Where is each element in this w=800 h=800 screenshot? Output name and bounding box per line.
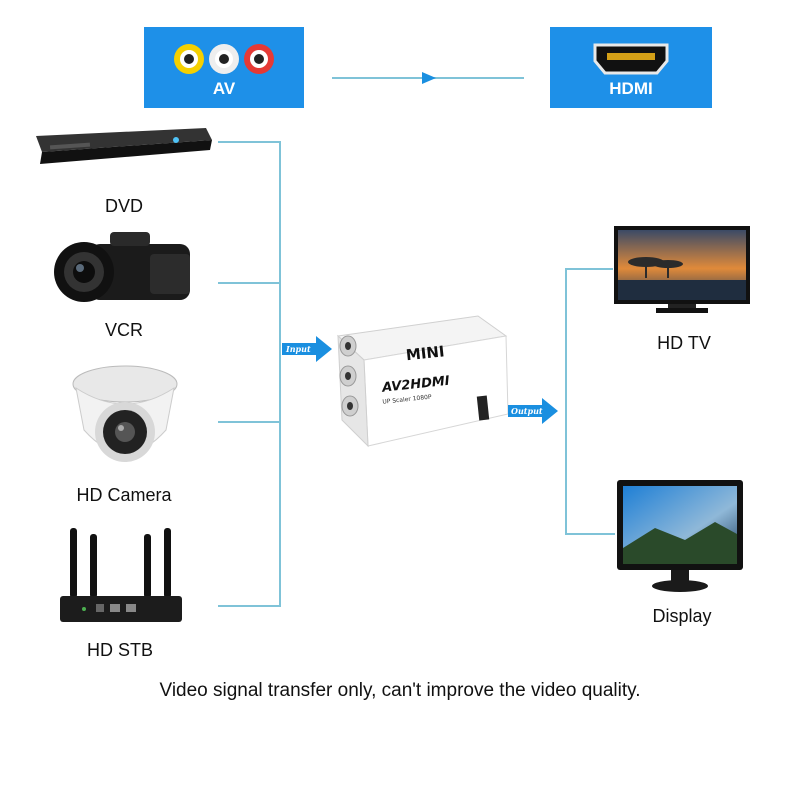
hdmi-banner: HDMI <box>550 27 712 108</box>
connector-hd-camera <box>218 421 280 423</box>
dome-camera-icon <box>72 365 178 462</box>
dvd-player-icon <box>36 128 212 164</box>
connector-dvd <box>218 141 280 143</box>
rca-input-jacks <box>339 335 359 417</box>
connector-hd-stb <box>218 605 280 607</box>
hdmi-output-port <box>476 395 490 421</box>
set-top-box-router-icon <box>60 528 182 622</box>
input-arrow: Input <box>282 336 332 362</box>
connector-vcr <box>218 282 280 284</box>
av-banner: AV <box>144 27 304 108</box>
camcorder-icon <box>54 232 190 302</box>
source-label-vcr: VCR <box>104 320 143 340</box>
av-to-hdmi-arrow <box>332 72 524 84</box>
connector-right-trunk <box>565 268 567 534</box>
av-banner-label: AV <box>212 79 236 98</box>
converter-model: AV2HDMI <box>380 374 450 396</box>
computer-display-icon <box>617 480 743 592</box>
source-label-hd-camera: HD Camera <box>76 485 172 505</box>
output-label-display: Display <box>652 606 712 626</box>
av2hdmi-converter: MINI AV2HDMI UP Scaler 1080P <box>336 315 509 448</box>
hd-tv-icon <box>614 226 750 313</box>
input-arrow-label: Input <box>285 344 311 354</box>
connector-display <box>565 533 615 535</box>
source-label-dvd: DVD <box>104 196 143 216</box>
converter-brand: MINI <box>405 342 445 364</box>
output-arrow: Output <box>508 398 558 424</box>
hdmi-port-icon <box>593 43 669 75</box>
output-label-hd-tv: HD TV <box>657 333 711 353</box>
hdmi-banner-label: HDMI <box>609 79 653 98</box>
source-label-hd-stb: HD STB <box>86 640 153 660</box>
footer-disclaimer: Video signal transfer only, can't improv… <box>159 680 641 701</box>
rca-connectors-icon <box>174 44 274 74</box>
connector-hd-tv <box>565 268 613 270</box>
output-arrow-label: Output <box>511 406 543 416</box>
connector-left-trunk <box>279 141 281 607</box>
